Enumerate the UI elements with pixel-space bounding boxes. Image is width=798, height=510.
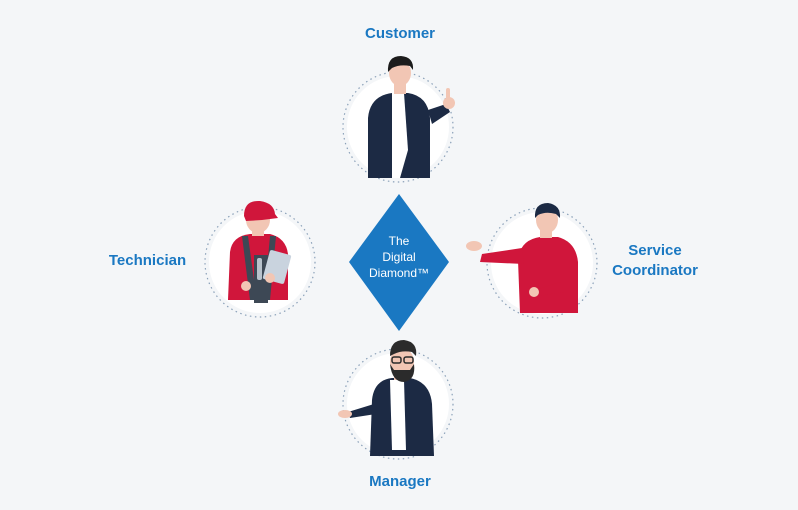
technician-avatar bbox=[204, 200, 316, 318]
diamond-title: The Digital Diamond™ bbox=[358, 233, 440, 281]
digital-diamond-shape bbox=[349, 194, 449, 331]
diamond-line-2: Digital bbox=[382, 250, 416, 264]
manager-label: Manager bbox=[369, 473, 431, 490]
technician-label: Technician bbox=[108, 252, 187, 269]
service-coordinator-label: Service Coordinator bbox=[612, 242, 698, 279]
diamond-line-1: The bbox=[388, 234, 410, 248]
service-coordinator-avatar bbox=[466, 203, 598, 319]
diamond-line-3: Diamond™ bbox=[368, 266, 430, 280]
customer-avatar bbox=[342, 56, 455, 183]
customer-label: Customer bbox=[364, 25, 435, 42]
manager-avatar bbox=[338, 340, 454, 460]
